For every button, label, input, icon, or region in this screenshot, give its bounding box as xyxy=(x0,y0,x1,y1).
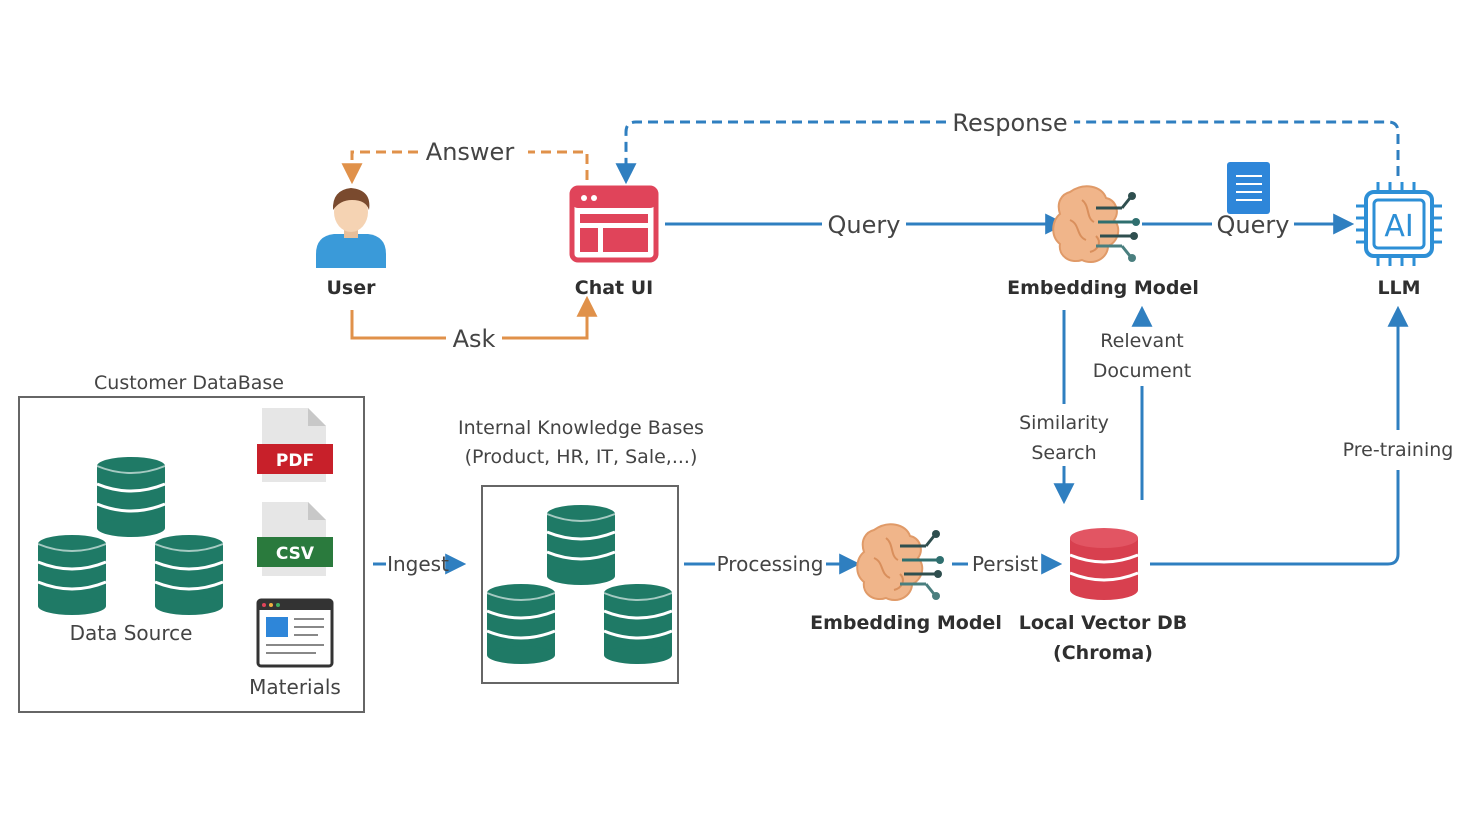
brain-icon xyxy=(1051,184,1142,264)
edge-label-query-1: Query xyxy=(828,211,901,239)
node-customer-database: Customer DataBase Data Source PDF CSV xyxy=(18,372,365,713)
document-icon xyxy=(1227,162,1270,214)
database-icon xyxy=(545,503,617,587)
edge-query-2: Query xyxy=(1142,211,1355,239)
data-source-label: Data Source xyxy=(70,621,193,645)
node-local-vector-db: Local Vector DB (Chroma) xyxy=(1019,528,1188,664)
node-chat-ui: Chat UI xyxy=(569,185,659,299)
ai-chip-icon: AI xyxy=(1356,182,1442,266)
edge-processing: Processing xyxy=(684,552,861,576)
edge-label-similarity-2: Search xyxy=(1031,442,1096,464)
edge-label-response: Response xyxy=(952,109,1067,137)
node-label-embedding-bottom: Embedding Model xyxy=(810,612,1002,634)
edge-persist: Persist xyxy=(952,552,1063,576)
edge-ingest: Ingest xyxy=(373,552,467,576)
edge-label-answer: Answer xyxy=(426,138,515,166)
pdf-file-icon: PDF xyxy=(257,408,333,482)
edge-label-processing: Processing xyxy=(717,552,824,576)
edge-label-persist: Persist xyxy=(972,552,1038,576)
edge-similarity-search: Similarity Search xyxy=(1019,310,1109,505)
ai-chip-text: AI xyxy=(1384,209,1413,244)
edge-label-similarity-1: Similarity xyxy=(1019,412,1109,434)
user-icon xyxy=(316,188,386,268)
database-icon xyxy=(36,533,108,617)
node-label-llm: LLM xyxy=(1377,277,1420,299)
database-icon xyxy=(95,455,167,539)
node-label-embedding-top: Embedding Model xyxy=(1007,277,1199,299)
pdf-icon-text: PDF xyxy=(276,451,314,471)
node-embedding-top: Embedding Model xyxy=(1007,184,1199,299)
chat-window-icon xyxy=(569,185,659,263)
edge-ask: Ask xyxy=(350,295,598,353)
csv-file-icon: CSV xyxy=(257,502,333,576)
edge-response: Response xyxy=(615,109,1400,185)
csv-icon-text: CSV xyxy=(276,544,315,564)
knowledge-title-2: (Product, HR, IT, Sale,...) xyxy=(465,446,698,468)
node-user: User xyxy=(316,188,386,299)
database-icon xyxy=(153,533,225,617)
node-internal-knowledge-bases: Internal Knowledge Bases (Product, HR, I… xyxy=(458,417,704,684)
customer-db-title: Customer DataBase xyxy=(94,372,284,394)
database-icon xyxy=(485,582,557,666)
edge-label-relevant-2: Document xyxy=(1093,360,1191,382)
node-label-chat-ui: Chat UI xyxy=(575,277,654,299)
database-icon xyxy=(602,582,674,666)
edge-label-query-2: Query xyxy=(1217,211,1290,239)
node-llm: AI LLM xyxy=(1356,182,1442,299)
vector-database-icon xyxy=(1069,528,1139,600)
node-label-user: User xyxy=(327,277,377,299)
node-label-vector-db-1: Local Vector DB xyxy=(1019,612,1188,634)
materials-label: Materials xyxy=(249,675,341,699)
node-label-vector-db-2: (Chroma) xyxy=(1053,642,1153,664)
knowledge-title-1: Internal Knowledge Bases xyxy=(458,417,704,439)
node-embedding-bottom: Embedding Model xyxy=(810,522,1002,634)
edge-label-pretraining: Pre-training xyxy=(1343,439,1454,461)
brain-icon xyxy=(855,522,946,602)
edge-label-relevant-1: Relevant xyxy=(1100,330,1183,352)
edge-pretraining: Pre-training xyxy=(1150,305,1454,566)
edge-query-1: Query xyxy=(665,211,1067,239)
edge-label-ingest: Ingest xyxy=(387,552,449,576)
edge-relevant-document: Relevant Document xyxy=(1093,305,1191,500)
materials-icon xyxy=(256,598,334,668)
edge-answer: Answer xyxy=(341,138,589,185)
edge-label-ask: Ask xyxy=(453,325,496,353)
